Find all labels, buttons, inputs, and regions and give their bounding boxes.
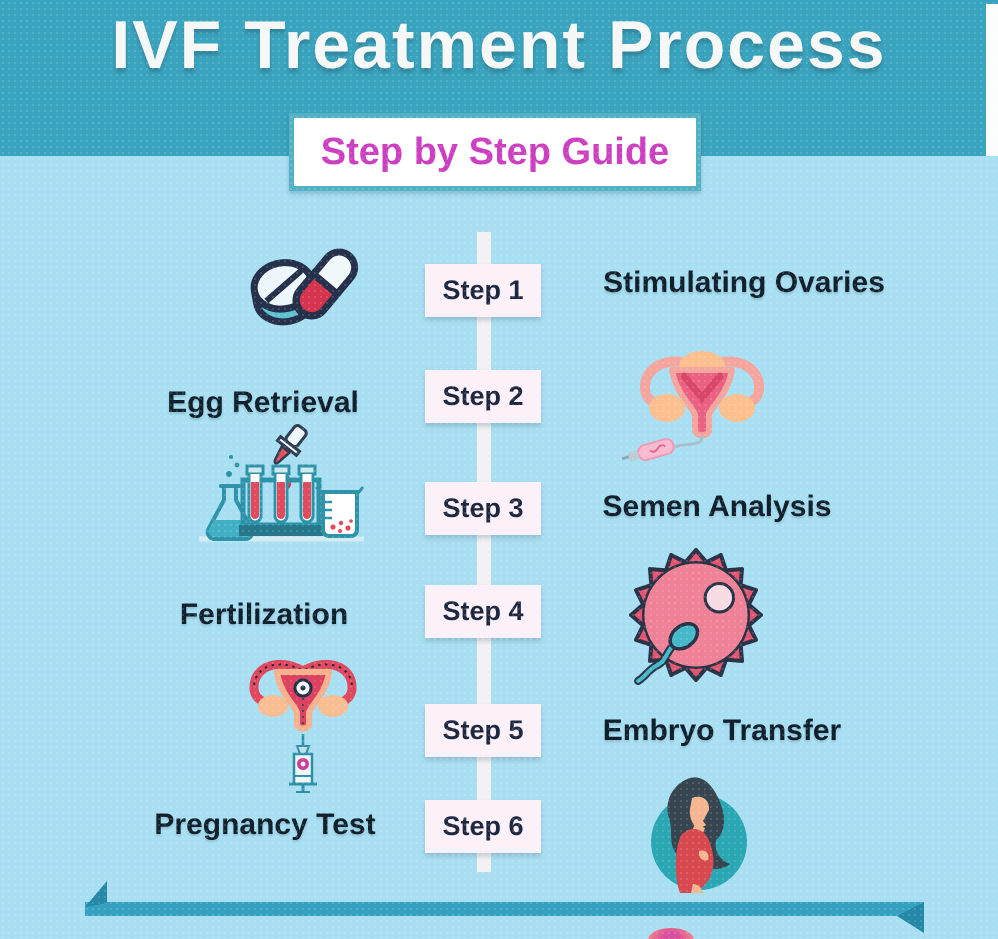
bottom-arrow-ribbon xyxy=(85,881,924,933)
embryo-transfer-uterus-icon xyxy=(233,650,373,797)
pregnant-woman-icon xyxy=(646,776,754,896)
label-embryo-transfer: Embryo Transfer xyxy=(602,714,842,747)
subtitle-box: Step by Step Guide xyxy=(289,113,701,191)
step-badge-2: Step 2 xyxy=(425,370,541,423)
partial-icon-bottom xyxy=(648,928,694,939)
fertilized-egg-sperm-icon xyxy=(628,547,765,686)
step-badge-3: Step 3 xyxy=(425,482,541,535)
subtitle-text: Step by Step Guide xyxy=(320,131,670,173)
ovary-injection-icon xyxy=(621,342,782,464)
lab-testing-icon xyxy=(193,424,370,545)
label-semen-analysis: Semen Analysis xyxy=(602,490,832,523)
step-badge-4: Step 4 xyxy=(425,585,541,638)
step-badge-1: Step 1 xyxy=(425,264,541,317)
step-badge-6: Step 6 xyxy=(425,800,541,853)
pills-icon xyxy=(238,236,360,332)
page-title: IVF Treatment Process xyxy=(111,7,887,83)
label-egg-retrieval: Egg Retrieval xyxy=(167,386,359,419)
label-stimulating-ovaries: Stimulating Ovaries xyxy=(603,266,885,299)
label-pregnancy-test: Pregnancy Test xyxy=(154,808,376,841)
step-badge-5: Step 5 xyxy=(425,704,541,757)
edge-highlight xyxy=(986,4,998,156)
label-fertilization: Fertilization xyxy=(179,598,349,631)
timeline-line xyxy=(477,232,491,872)
